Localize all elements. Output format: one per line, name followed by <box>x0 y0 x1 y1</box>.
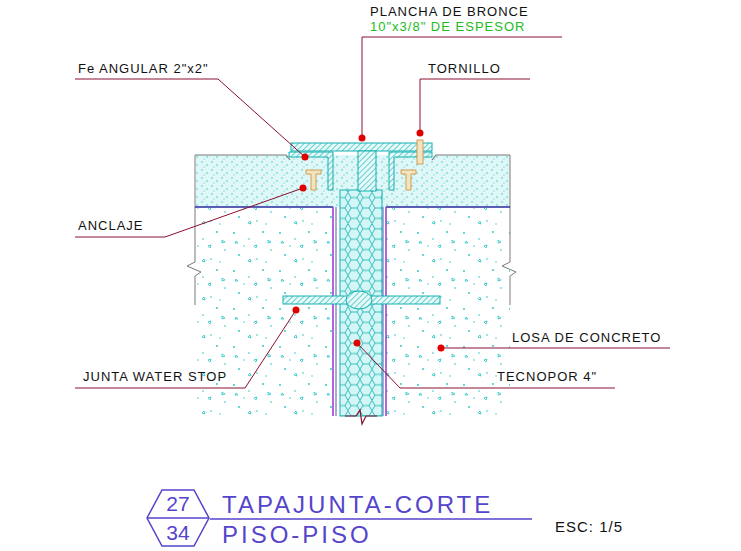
part-label: TORNILLO <box>428 62 501 75</box>
callout-number: 27 <box>146 493 210 514</box>
part-label: 10"x3/8" DE ESPESOR <box>370 20 525 33</box>
part-label: PISO-PISO <box>222 523 372 547</box>
part-label: ESC: 1/5 <box>555 519 623 534</box>
drawing-title: TAPAJUNTA-CORTE <box>222 493 493 517</box>
part-label: Fe ANGULAR 2"x2" <box>78 62 209 75</box>
part-label: LOSA DE CONCRETO <box>512 331 661 344</box>
part-label: TECNOPOR 4" <box>497 370 597 383</box>
part-label: JUNTA WATER STOP <box>83 370 227 383</box>
part-label: ANCLAJE <box>78 219 144 232</box>
detail-callout-hexagon: 2734 <box>146 489 210 547</box>
callout-number: 34 <box>146 522 210 543</box>
part-label: PLANCHA DE BRONCE <box>370 5 529 18</box>
